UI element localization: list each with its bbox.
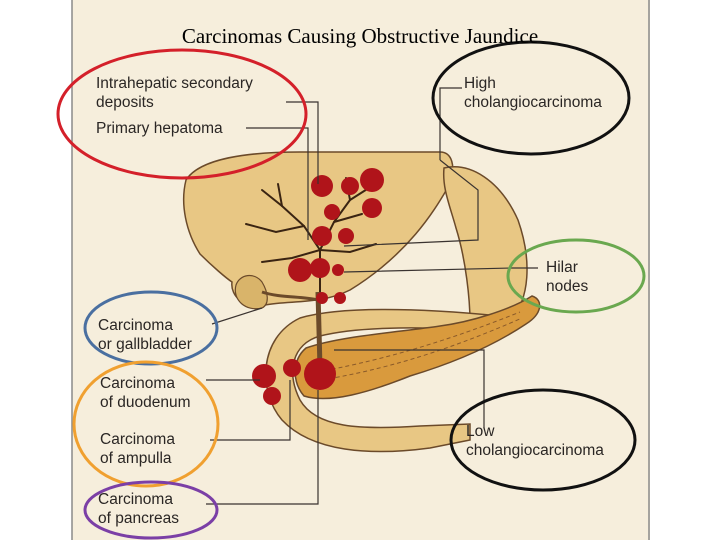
tumor xyxy=(324,204,340,220)
tumor xyxy=(341,177,359,195)
leader-intrahepatic xyxy=(286,101,319,184)
label-line: Hilar xyxy=(546,259,578,276)
tumor xyxy=(263,387,281,405)
pancreatic-duct-2 xyxy=(321,317,523,381)
tumor xyxy=(360,168,384,192)
tumor xyxy=(283,359,301,377)
label-line: Intrahepatic secondary xyxy=(96,75,253,92)
tumor xyxy=(288,258,312,282)
tumor-deposits xyxy=(252,168,384,405)
label-line: cholangiocarcinoma xyxy=(466,442,604,459)
label-low-cholangiocarcinoma: Low cholangiocarcinoma xyxy=(466,422,604,460)
tumor xyxy=(332,264,344,276)
tumor xyxy=(334,292,346,304)
label-line: High xyxy=(464,75,496,92)
leader-high-cholangio xyxy=(439,87,462,160)
leader-high-cholangio-2 xyxy=(343,159,479,247)
highlight-ring-black-top xyxy=(431,40,631,156)
label-line: Carcinoma xyxy=(100,431,175,448)
pancreatic-duct xyxy=(317,311,521,373)
highlight-ring-red xyxy=(56,48,308,180)
label-primary-hepatoma: Primary hepatoma xyxy=(96,120,223,137)
highlight-ring-black-bottom xyxy=(449,388,637,492)
label-carcinoma-ampulla: Carcinoma of ampulla xyxy=(100,430,175,468)
tumor xyxy=(338,228,354,244)
leader-ampulla xyxy=(210,380,291,441)
tumor xyxy=(304,358,336,390)
label-carcinoma-gallbladder: Carcinoma or gallbladder xyxy=(98,316,192,354)
label-line: or gallbladder xyxy=(98,336,192,353)
tumor xyxy=(312,226,332,246)
slide-title: Carcinomas Causing Obstructive Jaundice xyxy=(181,24,539,48)
cystic-duct xyxy=(261,290,319,302)
label-intrahepatic-secondary-deposits: Intrahepatic secondary deposits xyxy=(96,74,253,112)
tumor xyxy=(311,175,333,197)
tumor xyxy=(316,292,328,304)
label-carcinoma-pancreas: Carcinoma of pancreas xyxy=(98,490,179,528)
highlight-ring-orange xyxy=(72,360,220,488)
label-line: Carcinoma xyxy=(98,491,173,508)
leader-gallbladder xyxy=(211,307,263,325)
leader-pancreas xyxy=(206,390,319,505)
label-line: Low xyxy=(466,423,495,440)
label-line: of pancreas xyxy=(98,510,179,527)
gallbladder xyxy=(234,275,268,310)
tumor xyxy=(252,364,276,388)
tumor xyxy=(362,198,382,218)
label-hilar-nodes: Hilar nodes xyxy=(546,258,588,296)
common-bile-duct xyxy=(315,291,323,369)
highlight-ring-green xyxy=(506,238,646,314)
label-line: of ampulla xyxy=(100,450,172,467)
leader-hilar xyxy=(343,267,538,273)
highlight-ring-purple xyxy=(83,480,219,540)
label-line: of duodenum xyxy=(100,394,191,411)
label-line: nodes xyxy=(546,278,589,295)
leader-hepatoma xyxy=(246,127,309,240)
label-line: deposits xyxy=(96,94,154,111)
label-high-cholangiocarcinoma: High cholangiocarcinoma xyxy=(464,74,602,112)
highlight-ring-blue xyxy=(83,290,219,366)
tumor xyxy=(310,258,330,278)
label-carcinoma-duodenum: Carcinoma of duodenum xyxy=(100,374,191,412)
label-line: cholangiocarcinoma xyxy=(464,94,602,111)
label-line: Carcinoma xyxy=(98,317,173,334)
label-line: Carcinoma xyxy=(100,375,175,392)
